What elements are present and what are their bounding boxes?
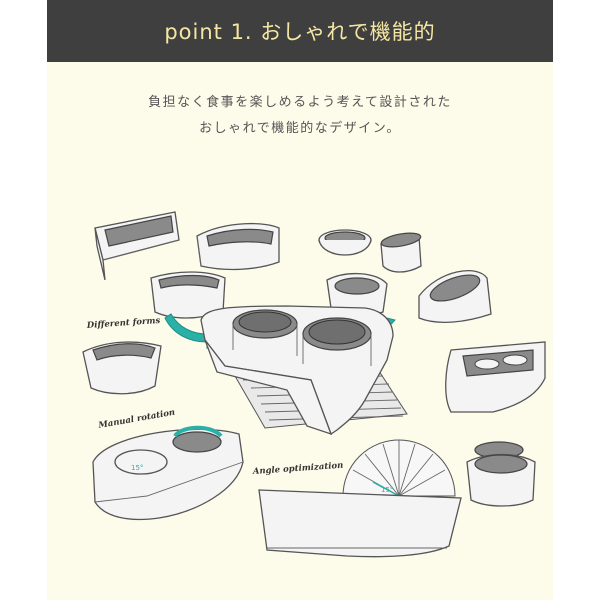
sketch-main-feeder [200,305,408,436]
section-title: point 1. おしゃれで機能的 [164,20,436,44]
intro-text: 負担なく食事を楽しめるよう考えて設計された おしゃれで機能的なデザイン。 [47,90,553,142]
intro-line-1: 負担なく食事を楽しめるよう考えて設計された [148,95,452,110]
sketch-rotation-feeder: 15° [92,425,244,521]
sketch-tilted-holder-2 [418,270,492,323]
protractor-icon: 15° [342,439,456,497]
sketch-stacked-bowls [466,441,536,507]
sketch-tilted-holder-1 [326,272,388,317]
label-angle-left: 15° [131,464,143,472]
sketch-bed-feeder-2 [196,222,280,271]
content-panel: point 1. おしゃれで機能的 負担なく食事を楽しめるよう考えて設計された … [47,0,553,600]
sketch-bowl-2 [380,232,422,273]
section-header: point 1. おしゃれで機能的 [47,0,553,62]
label-angle-right: 15° [381,486,393,494]
design-sketch-illustration: Different forms [82,211,546,558]
label-angle-optimization: Angle optimization [252,461,344,477]
sketch-tray-feeder [445,341,546,413]
sketch-bowl-1 [318,229,372,256]
intro-line-2: おしゃれで機能的なデザイン。 [199,121,401,136]
sketch-flared-stand [82,341,162,395]
label-different-forms: Different forms [86,316,161,331]
sketch-bed-feeder-1 [94,211,180,281]
sketch-cross-section [258,489,462,558]
label-manual-rotation: Manual rotation [97,408,176,431]
